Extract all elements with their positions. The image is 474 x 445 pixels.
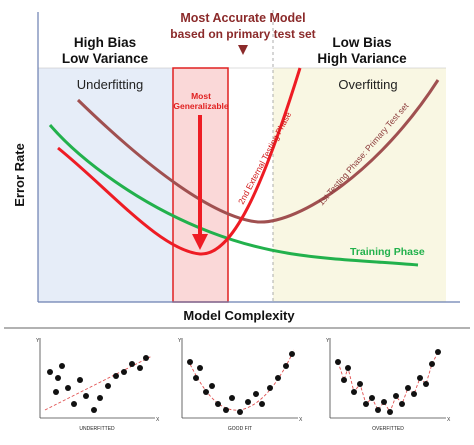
most-accurate-subtitle: based on primary test set xyxy=(170,27,315,41)
primary-test-curve xyxy=(76,79,440,224)
low-bias-label: Low Bias xyxy=(332,35,391,50)
most-accurate-arrow xyxy=(238,45,248,55)
underfitted-caption: UNDERFITTED xyxy=(79,426,115,432)
x-axis-label: Model Complexity xyxy=(183,308,295,323)
high-bias-label: High Bias xyxy=(74,35,136,50)
training-curve xyxy=(48,124,419,267)
mini-chart-overfitted: Y X OVERFITTED xyxy=(326,338,451,432)
mini3-y: Y xyxy=(326,338,330,344)
most-accurate-title: Most Accurate Model xyxy=(180,11,305,25)
good-fit-caption: GOOD FIT xyxy=(228,426,252,432)
underfitting-region xyxy=(38,68,173,302)
mini-chart-underfitted: Y X UNDERFITTED xyxy=(36,338,160,432)
training-phase-label: Training Phase xyxy=(350,246,425,258)
y-axis-label: Error Rate xyxy=(12,143,27,207)
high-variance-label: High Variance xyxy=(317,51,407,66)
external-test-curve xyxy=(57,67,302,256)
arrow-head xyxy=(192,234,208,250)
mini1-x: X xyxy=(156,417,160,423)
mini2-y: Y xyxy=(178,338,182,344)
underfitting-label: Underfitting xyxy=(77,77,143,92)
overfitting-label: Overfitting xyxy=(338,77,397,92)
low-variance-label: Low Variance xyxy=(62,51,149,66)
overfitted-caption: OVERFITTED xyxy=(372,426,404,432)
mini2-x: X xyxy=(299,417,303,423)
most-label: Most xyxy=(191,91,211,101)
overfitting-region xyxy=(273,68,446,302)
generalizable-label: Generalizable xyxy=(173,101,229,111)
mini3-x: X xyxy=(447,417,451,423)
mini-chart-good-fit: Y X GOOD FIT xyxy=(178,338,303,432)
mini1-y: Y xyxy=(36,338,40,344)
